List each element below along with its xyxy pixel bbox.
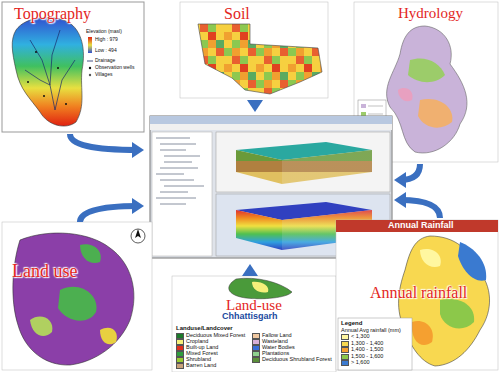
legend-text: 1,500 - 1,600	[351, 354, 383, 360]
map-panel: Land use	[2, 222, 152, 370]
legend-text: 1,300 - 1,400	[351, 341, 383, 347]
legend-text: Deciduous Shrubland Forest	[262, 357, 332, 363]
legend-row: Barren Land	[176, 363, 216, 369]
model-front-face	[236, 210, 282, 250]
map-label: Observation wells	[95, 65, 134, 71]
legend-text: Deciduous Mixed Forest	[186, 333, 245, 339]
legend-text: Built-up Land	[186, 345, 218, 351]
map-label: Annual Avg rainfall (mm)	[341, 327, 401, 333]
legend-swatch	[341, 334, 349, 340]
soil-map	[198, 24, 322, 94]
legend-row: < 1,300	[341, 334, 370, 340]
hydrology-zone	[408, 58, 445, 82]
drainage-lines	[25, 30, 75, 110]
landuse-zone	[30, 316, 52, 336]
legend-text: < 1,300	[351, 334, 370, 340]
tree-lines	[156, 138, 204, 204]
legend-text: > 1,600	[351, 360, 370, 366]
legend-swatch	[341, 354, 349, 360]
legend-swatch	[341, 360, 349, 366]
map-label: High : 979	[95, 37, 118, 43]
rainfall-zone	[458, 242, 486, 281]
map-label: Villages	[95, 72, 112, 78]
legend-text: 1,400 - 1,500	[351, 347, 383, 353]
elevation-bar	[88, 37, 92, 53]
legend-row: > 1,600	[341, 360, 370, 366]
model-front-face	[236, 150, 282, 184]
legend-text: Plantations	[262, 351, 289, 357]
legend-swatch	[252, 357, 260, 363]
model-side-face	[282, 150, 372, 184]
map-panel	[2, 222, 152, 370]
legend-text: Wasteland	[262, 339, 288, 345]
map-label: Drainage	[95, 58, 115, 64]
legend-row: Deciduous Shrubland Forest	[252, 357, 332, 363]
well-sample	[89, 67, 91, 69]
legend-row: Deciduous Mixed Forest	[176, 333, 245, 339]
map-panel: Hydrology	[354, 2, 498, 162]
panel-heading: Annual Rainfall	[388, 221, 454, 231]
window-titlebar	[150, 116, 392, 124]
topography-map	[12, 17, 83, 126]
legend-row: 1,300 - 1,400	[341, 341, 383, 347]
village-dots	[27, 51, 67, 105]
legend-row: 1,500 - 1,600	[341, 354, 383, 360]
hydrology-zone	[398, 88, 413, 101]
landuse-zone	[58, 287, 97, 321]
legend-swatch	[341, 341, 349, 347]
panel-title: Topography	[14, 5, 91, 23]
legend-text: Barren Land	[186, 363, 216, 369]
landuse-zone	[252, 282, 268, 293]
map-label: Elevation (masl)	[86, 29, 122, 35]
panel-title: Annual rainfall	[370, 284, 467, 302]
legend-swatch	[341, 347, 349, 353]
legend-text: Shrubland	[186, 357, 211, 363]
tree-panel	[152, 132, 212, 256]
model-view	[216, 132, 390, 192]
map-label: Low : 494	[95, 48, 117, 54]
panel-title: Land use	[12, 262, 77, 282]
landuse-map	[13, 233, 134, 365]
panel-title: Hydrology	[398, 5, 463, 22]
window-toolbar	[150, 124, 392, 130]
map-panel	[172, 276, 336, 372]
rainfall-zone	[440, 299, 474, 328]
panel-title: Soil	[224, 5, 250, 23]
hydrology-map	[387, 26, 467, 153]
north-arrow	[135, 229, 141, 238]
flow-arrows	[70, 100, 440, 276]
legend-text: Water Bodies	[262, 345, 295, 351]
legend-swatch	[176, 363, 184, 369]
landuse-zone	[80, 244, 101, 263]
landuse-zone	[100, 328, 117, 345]
map-panel	[2, 2, 144, 132]
map-label: Legend	[341, 320, 362, 327]
map-label: Landuse/Landcover	[176, 325, 233, 332]
village-sample	[89, 74, 91, 76]
legend-text: Mixed Forest	[186, 351, 218, 357]
legend-text: Fallow Land	[262, 333, 292, 339]
rainfall-legend-box	[338, 318, 412, 370]
map-panel: Soil	[180, 2, 328, 98]
north-arrow	[131, 229, 145, 243]
panel-header	[336, 220, 498, 232]
landuse-map	[229, 278, 292, 299]
map-panel	[180, 2, 328, 98]
drainage-sample	[87, 61, 93, 62]
rainfall-zone	[420, 249, 441, 267]
map-label: Chhattisgarh	[222, 312, 278, 322]
hydrology-zone	[418, 99, 452, 128]
legend-row: 1,400 - 1,500	[341, 347, 383, 353]
rainfall-zone	[412, 321, 433, 345]
legend-text: Cropland	[186, 339, 208, 345]
map-panel	[336, 220, 498, 370]
